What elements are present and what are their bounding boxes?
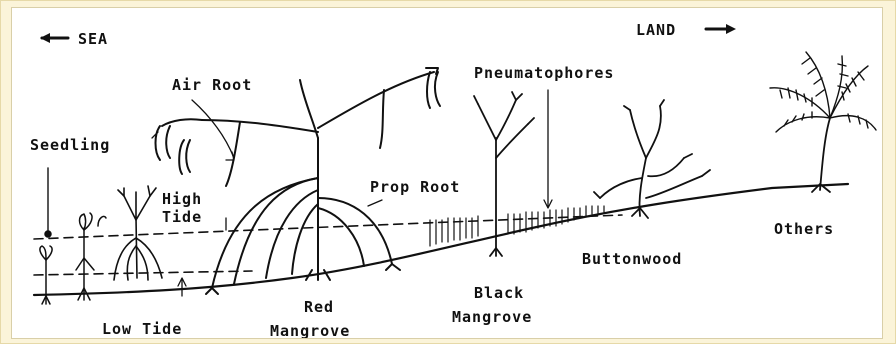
air-root-label: Air Root (172, 76, 252, 94)
high-tide-label-line1: High (162, 190, 202, 208)
red-mangrove-label-line1: Red (304, 298, 334, 316)
black-mangrove-label-line1: Black (474, 284, 524, 302)
prop-root-label: Prop Root (370, 178, 460, 196)
mangrove-zonation-diagram: SEA LAND (11, 7, 883, 339)
young-mangrove (114, 186, 162, 280)
buttonwood-label: Buttonwood (582, 250, 682, 268)
annotation-pointers (152, 90, 552, 296)
land-arrow-icon (706, 24, 736, 34)
black-mangrove-label-line2: Mangrove (452, 308, 532, 326)
low-tide-line (34, 271, 252, 275)
black-mangrove-tree (474, 92, 534, 256)
seedling-label: Seedling (30, 136, 110, 154)
sea-label: SEA (78, 30, 108, 48)
red-mangrove-label-line2: Mangrove (270, 322, 350, 339)
high-tide-label-line2: Tide (162, 208, 202, 226)
low-tide-label: Low Tide (102, 320, 182, 338)
others-label: Others (774, 220, 834, 238)
land-label: LAND (636, 21, 676, 39)
sea-arrow-icon (40, 33, 68, 43)
palm-tree (812, 118, 830, 192)
ground-line (34, 184, 848, 295)
diagram-svg: SEA LAND (12, 8, 883, 339)
pneumatophores (430, 206, 604, 246)
pneumatophores-label: Pneumatophores (474, 64, 614, 82)
buttonwood-tree (594, 100, 710, 218)
palm-fronds (770, 52, 876, 132)
